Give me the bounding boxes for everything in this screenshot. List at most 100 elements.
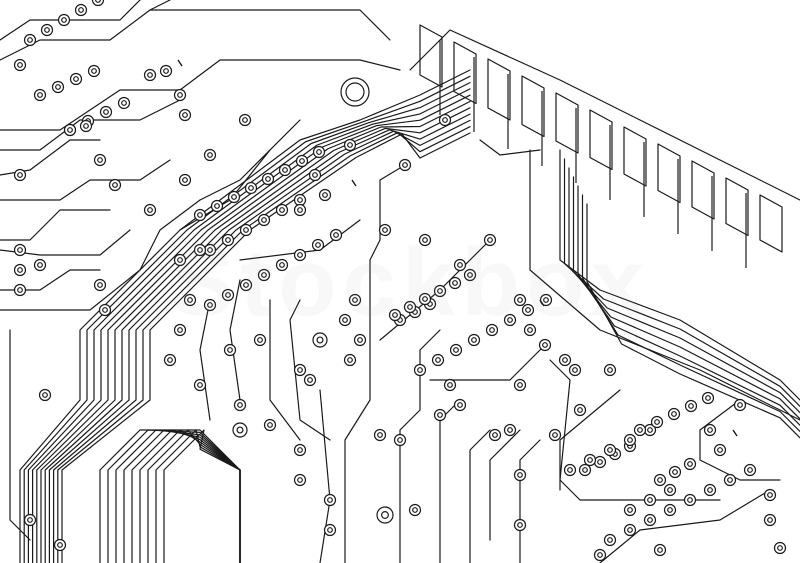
pad-hole: [647, 517, 653, 523]
pad-hole: [597, 459, 603, 465]
bus-trace: [52, 119, 471, 563]
pad-hole: [297, 367, 303, 373]
pad-hole: [392, 312, 398, 318]
bus-trace: [40, 100, 471, 563]
pad-hole: [737, 402, 743, 408]
bus-trace: [44, 107, 471, 563]
component-mark: [539, 299, 545, 307]
edge-connector-fingers: [419, 24, 783, 268]
pad-hole: [517, 472, 523, 478]
pad-hole: [279, 262, 285, 268]
pad-hole: [187, 297, 193, 303]
pad-hole: [567, 467, 573, 473]
pad-hole: [657, 477, 663, 483]
pad-hole: [357, 337, 363, 343]
pad-hole: [381, 511, 389, 519]
pad-hole: [637, 427, 643, 433]
pad-hole: [197, 212, 203, 218]
pad-hole: [207, 247, 213, 253]
pad-hole: [147, 72, 153, 78]
pad-hole: [297, 207, 303, 213]
pad-hole: [452, 280, 458, 286]
trace: [0, 199, 201, 311]
pad-hole: [227, 347, 233, 353]
right-trace: [577, 185, 800, 426]
pad-hole: [717, 447, 723, 453]
pad-hole: [687, 497, 693, 503]
pad-hole: [382, 227, 388, 233]
pad-hole: [17, 267, 23, 273]
pad-hole: [297, 477, 303, 483]
connector-finger: [521, 75, 545, 138]
pad-hole: [27, 37, 33, 43]
pad-hole: [316, 149, 322, 155]
right-trace: [559, 149, 800, 401]
trace: [0, 99, 181, 151]
pad-hole: [417, 367, 423, 373]
trace: [559, 389, 621, 491]
pad-hole: [447, 382, 453, 388]
pad-hole: [627, 437, 633, 443]
pad-hole: [91, 68, 97, 74]
pad-hole: [627, 527, 633, 533]
pad-hole: [657, 547, 663, 553]
pad-hole: [17, 62, 23, 68]
pad-hole: [407, 304, 413, 310]
pad-hole: [207, 302, 213, 308]
pad-hole: [667, 487, 673, 493]
trace: [9, 329, 31, 541]
trace: [0, 159, 171, 201]
pad-hole: [225, 237, 231, 243]
pad-hole: [517, 522, 523, 528]
pad-hole: [342, 317, 348, 323]
pad-hole: [542, 342, 548, 348]
pad-hole: [97, 157, 103, 163]
connector-finger: [657, 143, 681, 204]
pad-hole: [243, 227, 249, 233]
pad-hole: [312, 172, 318, 178]
pad-hole: [607, 447, 613, 453]
component-marks: [177, 59, 738, 437]
pad-hole: [225, 292, 231, 298]
pad-hole: [322, 192, 328, 198]
pad-hole: [647, 497, 653, 503]
pad-hole: [435, 357, 441, 363]
pad-hole: [347, 357, 353, 363]
pad-hole: [707, 487, 713, 493]
pad-hole: [177, 327, 183, 333]
pad-hole: [437, 288, 443, 294]
pad-hole: [315, 242, 321, 248]
pad-hole: [299, 158, 305, 164]
connector-finger: [759, 194, 783, 253]
pad-hole: [507, 427, 513, 433]
pad-hole: [17, 247, 23, 253]
component-mark: [351, 179, 357, 187]
trace: [0, 139, 101, 176]
pad-hole: [97, 282, 103, 288]
pad-hole: [67, 127, 73, 133]
right-trace: [563, 158, 800, 407]
pad-hole: [437, 412, 443, 418]
pad-hole: [37, 92, 43, 98]
pad-hole: [177, 92, 183, 98]
circuit-pads: [13, 0, 787, 562]
pad-hole: [182, 112, 188, 118]
pad-hole: [671, 411, 677, 417]
trace: [0, 0, 141, 41]
pad-hole: [316, 336, 324, 344]
bus-trace: [57, 126, 471, 563]
trace: [479, 139, 541, 156]
pad-hole: [654, 419, 660, 425]
pad-hole: [282, 167, 288, 173]
bus-trace: [61, 132, 471, 563]
pad-hole: [688, 403, 694, 409]
trace: [344, 179, 381, 563]
pad-hole: [453, 347, 459, 353]
trace: [229, 279, 241, 401]
trace: [199, 119, 301, 201]
pad-hole: [587, 457, 593, 463]
pad-hole: [207, 152, 213, 158]
pad-hole: [442, 117, 448, 123]
pad-hole: [95, 0, 101, 3]
lower-bus-trace: [115, 429, 241, 563]
